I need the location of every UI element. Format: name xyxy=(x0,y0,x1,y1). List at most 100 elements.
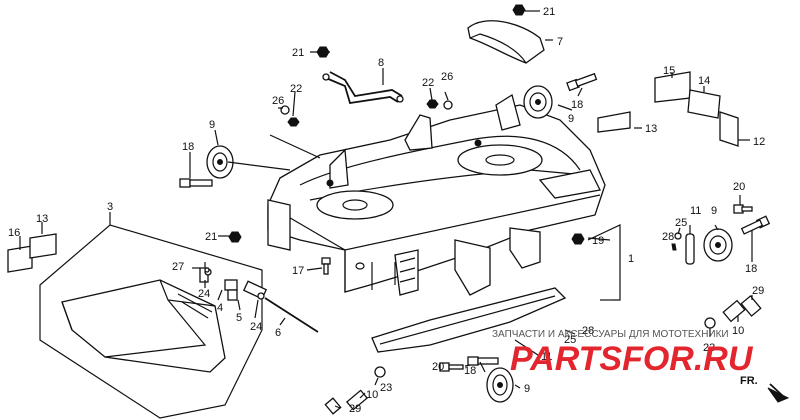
callout-25-bottom: 25 xyxy=(564,334,576,346)
callout-10-bottom: 10 xyxy=(366,389,378,401)
callout-27: 27 xyxy=(172,261,184,273)
callout-9-left: 9 xyxy=(209,119,215,131)
callout-23-bottom: 23 xyxy=(380,382,392,394)
decal-13-top xyxy=(597,111,631,133)
nut-21-top xyxy=(512,4,526,16)
callout-28-bottom: 28 xyxy=(582,325,594,337)
decal-16 xyxy=(7,245,33,273)
washer-26-left xyxy=(280,105,290,115)
callout-8: 8 xyxy=(378,57,384,69)
front-hanger-right xyxy=(509,227,541,269)
callout-1: 1 xyxy=(628,253,634,265)
nut-19 xyxy=(571,233,585,245)
callout-5: 5 xyxy=(236,312,242,324)
cotter-pin xyxy=(257,292,265,300)
chute-frame xyxy=(39,224,263,419)
callout-24-a: 24 xyxy=(198,288,210,300)
flange-bolt-right xyxy=(740,215,771,235)
callout-26-left: 26 xyxy=(272,95,284,107)
callout-20-right: 20 xyxy=(733,181,745,193)
callout-29-bottom: 29 xyxy=(349,403,361,415)
bolt-17 xyxy=(321,257,331,275)
bolt-20-bottom xyxy=(439,362,464,372)
hinge-rod xyxy=(264,297,319,333)
nuts-washers xyxy=(204,4,762,415)
callout-28-right: 28 xyxy=(662,231,674,243)
callout-23-right: 23 xyxy=(703,342,715,354)
watermark: ЗАПЧАСТИ И АКСЕССУАРЫ ДЛЯ МОТОТЕХНИКИ PA… xyxy=(492,329,754,378)
callout-21-mid: 21 xyxy=(292,47,304,59)
watermark-logo: PARTSFOR.RU xyxy=(510,340,754,378)
flange-bolt-top xyxy=(566,72,598,92)
callout-20-bottom: 20 xyxy=(432,361,444,373)
callout-17: 17 xyxy=(292,265,304,277)
blade-housing-right xyxy=(457,144,543,176)
callout-21-left: 21 xyxy=(205,231,217,243)
callout-4: 4 xyxy=(217,302,223,314)
deck-bracket-right xyxy=(495,93,521,131)
callout-10-right: 10 xyxy=(732,325,744,337)
discharge-chute-group xyxy=(39,224,263,419)
nut-21-left xyxy=(228,231,242,243)
callout-18-bottom: 18 xyxy=(464,365,476,377)
decal-13-left xyxy=(29,233,57,259)
callout-25-right: 25 xyxy=(675,217,687,229)
spacer-29-bottom xyxy=(324,397,342,415)
lift-link-rod xyxy=(325,77,399,105)
hinge-pin-holder xyxy=(224,279,238,291)
callout-12: 12 xyxy=(753,136,765,148)
nut-22-left xyxy=(287,117,300,127)
nut-23-bottom xyxy=(374,366,386,378)
flange-bolt-bottom xyxy=(467,356,499,366)
mower-deck-group xyxy=(267,93,606,296)
callout-24-b: 24 xyxy=(250,321,262,333)
callout-18-right: 18 xyxy=(745,263,757,275)
leader-lines xyxy=(19,10,753,409)
collar-10-right xyxy=(722,299,746,323)
callout-16: 16 xyxy=(8,227,20,239)
callout-13-left: 13 xyxy=(36,213,48,225)
nut-23-right xyxy=(704,317,716,329)
callout-6: 6 xyxy=(275,327,281,339)
callout-7: 7 xyxy=(557,36,563,48)
callout-9-bottom: 9 xyxy=(524,383,530,395)
callout-13-top: 13 xyxy=(645,123,657,135)
gauge-wheel-left xyxy=(206,145,234,179)
decals xyxy=(7,71,739,273)
callout-22-left: 22 xyxy=(290,83,302,95)
bolt-20-right xyxy=(733,204,753,214)
chute-hardware xyxy=(199,262,319,333)
callout-9-right: 9 xyxy=(711,205,717,217)
callout-15: 15 xyxy=(663,65,675,77)
callout-26-right: 26 xyxy=(441,71,453,83)
blade-housing-left xyxy=(316,190,394,220)
flange-bolt-left xyxy=(179,178,213,188)
washer-26-right xyxy=(443,100,453,110)
front-direction-arrow: FR. xyxy=(740,375,790,403)
nut-22-right xyxy=(426,99,439,109)
callout-9-top: 9 xyxy=(568,113,574,125)
callout-18-left: 18 xyxy=(182,141,194,153)
callout-11-bottom: 11 xyxy=(541,351,552,363)
deck-side-bracket xyxy=(538,169,601,199)
decal-12 xyxy=(719,111,739,147)
callout-22-right: 22 xyxy=(422,77,434,89)
gauge-wheel-top xyxy=(523,85,553,119)
wheel-spacer-11 xyxy=(685,233,695,265)
front-hanger-left xyxy=(454,239,491,296)
front-label: FR. xyxy=(740,375,758,387)
decal-14 xyxy=(687,89,721,119)
callout-29-right: 29 xyxy=(752,285,764,297)
belt-cover xyxy=(467,20,545,64)
callout-numbers: 21 7 21 8 22 26 22 26 18 9 15 14 13 12 9… xyxy=(8,6,765,415)
callout-14: 14 xyxy=(698,75,710,87)
pin-28-right xyxy=(671,243,677,251)
callout-18-top: 18 xyxy=(571,99,583,111)
deck-bracket-mid xyxy=(404,114,433,151)
gauge-wheel-bottom xyxy=(486,367,514,403)
watermark-caption: ЗАПЧАСТИ И АКСЕССУАРЫ ДЛЯ МОТОТЕХНИКИ xyxy=(492,329,729,340)
gauge-wheel-right xyxy=(703,228,733,262)
deck-rear-plate xyxy=(267,199,291,251)
callout-21-top: 21 xyxy=(543,6,555,18)
callout-3: 3 xyxy=(107,201,113,213)
